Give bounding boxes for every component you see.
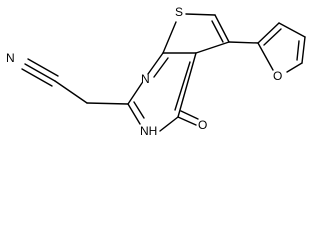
bond-ch2-cn <box>54 80 88 104</box>
bond-n3-c4 <box>159 116 179 132</box>
atom-label-nh: NH <box>140 124 157 138</box>
bond-furan-c4-c5 <box>301 36 306 64</box>
bond-s-c7a <box>162 21 177 54</box>
bond-triple-1 <box>24 63 56 82</box>
atom-label-furan-o: O <box>273 69 282 83</box>
bond-triple-2 <box>27 58 59 77</box>
bond-c5-c4a <box>195 41 230 54</box>
carbonyl-group <box>177 110 199 126</box>
bond-c2-n3 <box>127 103 141 125</box>
bond-c2-n3-inner <box>133 101 145 119</box>
bond-furan-c3-c4 <box>278 22 306 38</box>
atom-label-ring-n: N <box>141 72 150 86</box>
furan-ring <box>228 22 306 73</box>
structure-svg: S N N NH O O <box>6 5 306 138</box>
bond-s-c6 <box>185 13 216 16</box>
bond-c7a-n1 <box>147 52 164 75</box>
thiophene-ring <box>162 13 230 54</box>
pyrimidine-ring <box>127 52 197 132</box>
bond-c2-ch2 <box>86 102 129 105</box>
bond-c4a-c4-inner <box>174 61 191 111</box>
bond-c4-o-double <box>180 110 199 120</box>
cyanomethyl-chain <box>21 58 129 105</box>
bond-c6-c5 <box>214 14 230 43</box>
atom-label-sulfur: S <box>175 5 183 19</box>
bond-furan-c2-c3 <box>257 22 280 44</box>
atom-label-nitrile-n: N <box>6 51 15 65</box>
atom-label-carbonyl-o: O <box>198 118 207 132</box>
bond-c4-c4a <box>177 52 197 118</box>
bond-furan-c4-c5-inner <box>296 40 300 61</box>
bond-c4-o <box>177 116 197 126</box>
bond-furan-o-c2 <box>257 42 274 71</box>
molecule-diagram: S N N NH O O <box>6 5 306 138</box>
bond-triple-3 <box>21 68 53 87</box>
bond-furan-c5-o <box>286 62 303 73</box>
bond-furan-c2-c3-inner <box>263 28 282 46</box>
bond-c6-c5-inner <box>211 20 224 43</box>
bond-c7a-n1-inner <box>153 57 169 78</box>
bond-c5-furan <box>228 41 259 44</box>
bond-n1-c2 <box>127 82 143 105</box>
